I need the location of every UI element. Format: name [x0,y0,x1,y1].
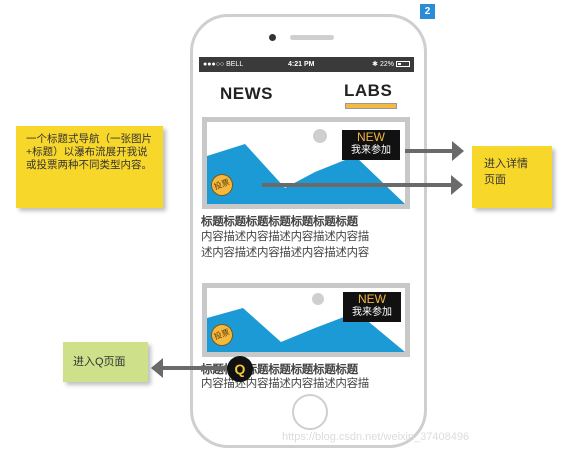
active-tab-indicator [345,103,397,109]
card-description-line: 内容描述内容描述内容描述内容描 [201,378,369,388]
card-description: 内容描述内容描述内容描述内容描 述内容描述内容描述内容描述内容 [201,229,369,261]
status-time: 4:21 PM [288,61,315,68]
home-button[interactable] [292,394,328,430]
watermark: https://blog.csdn.net/weixin_37408496 [282,431,470,443]
status-bar: ●●●○○ BELL 4:21 PM ✱ 22% [199,57,414,72]
q-page-badge[interactable]: Q [227,356,253,382]
detail-page-note: 进入详情 页面 [472,146,552,208]
tab-labs[interactable]: LABS [344,81,393,100]
card-image[interactable]: NEW 我来参加 投票 [202,283,410,357]
detail-page-note-line: 进入详情 [484,158,528,170]
card-title[interactable]: 标题标题标题标题标题标题标题 [201,216,358,228]
speaker-grille [290,35,334,40]
card-description-line: 内容描述内容描述内容描述内容描 [201,231,369,243]
battery-label: ✱ 22% [372,61,394,68]
detail-page-note-line: 页面 [484,174,506,186]
q-page-note: 进入Q页面 [63,342,148,382]
tab-news[interactable]: NEWS [220,84,273,103]
tag-join-label: 我来参加 [351,145,391,156]
card-description-line: 述内容描述内容描述内容描述内容 [201,247,369,259]
tag-join-label: 我来参加 [352,307,392,318]
slide-number-badge: 2 [420,4,435,19]
card-description: 内容描述内容描述内容描述内容描 [201,376,369,388]
tag-new-label: NEW [357,130,385,144]
carrier-label: ●●●○○ BELL [203,61,244,68]
card-image[interactable]: NEW 我来参加 投票 [202,117,410,209]
camera-icon [269,34,276,41]
battery-indicator: ✱ 22% [372,57,410,72]
join-tag[interactable]: NEW 我来参加 [342,130,400,160]
battery-icon [396,61,410,68]
phone-screen: ●●●○○ BELL 4:21 PM ✱ 22% NEWS LABS NEW 我… [199,57,414,388]
description-note: 一个标题式导航（一张图片+标题）以瀑布流展开我说或投票两种不同类型内容。 [16,126,163,208]
tag-new-label: NEW [358,292,386,306]
join-tag[interactable]: NEW 我来参加 [343,292,401,322]
